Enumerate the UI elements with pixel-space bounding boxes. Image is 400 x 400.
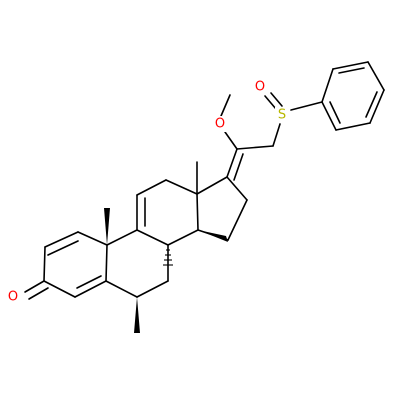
bond: [338, 67, 365, 74]
sulfoxide-oxygen-label: O: [255, 80, 265, 95]
bond: [236, 145, 274, 150]
bond: [196, 193, 199, 231]
bond: [321, 101, 337, 131]
bond: [77, 231, 108, 246]
bond: [105, 280, 138, 298]
bond: [28, 287, 49, 300]
wedge-bond: [134, 297, 140, 333]
bond: [321, 68, 334, 103]
bond: [264, 95, 277, 110]
bond: [220, 94, 231, 117]
bond: [227, 199, 248, 241]
bond: [47, 240, 79, 256]
bond: [136, 280, 169, 298]
bond: [270, 92, 283, 107]
bond: [136, 179, 167, 196]
bond: [226, 148, 238, 178]
bond: [165, 179, 198, 195]
bond: [74, 280, 107, 298]
bond: [196, 176, 228, 195]
bond: [167, 229, 199, 246]
bond: [43, 280, 76, 298]
bond: [136, 229, 169, 246]
bond: [44, 231, 79, 248]
bond: [106, 229, 138, 246]
bond: [105, 244, 108, 282]
bond: [332, 61, 369, 70]
sulfoxide-sulfur-label: S: [278, 108, 286, 123]
bond: [335, 122, 371, 131]
bond: [233, 153, 244, 181]
ketone-oxygen-label: O: [8, 290, 18, 305]
wedge-bond: [198, 230, 228, 242]
bond: [24, 280, 45, 293]
hashed-bond: [163, 249, 173, 266]
bond: [329, 101, 341, 124]
bond: [369, 89, 385, 124]
bond: [290, 101, 323, 111]
bond: [226, 176, 248, 201]
bond: [367, 61, 385, 91]
bond: [365, 91, 378, 118]
bond: [76, 275, 102, 289]
bond: [224, 131, 238, 150]
bond: [43, 246, 46, 282]
bond: [272, 123, 281, 147]
methoxy-oxygen-label: O: [215, 117, 225, 132]
wedge-bond: [104, 208, 110, 245]
